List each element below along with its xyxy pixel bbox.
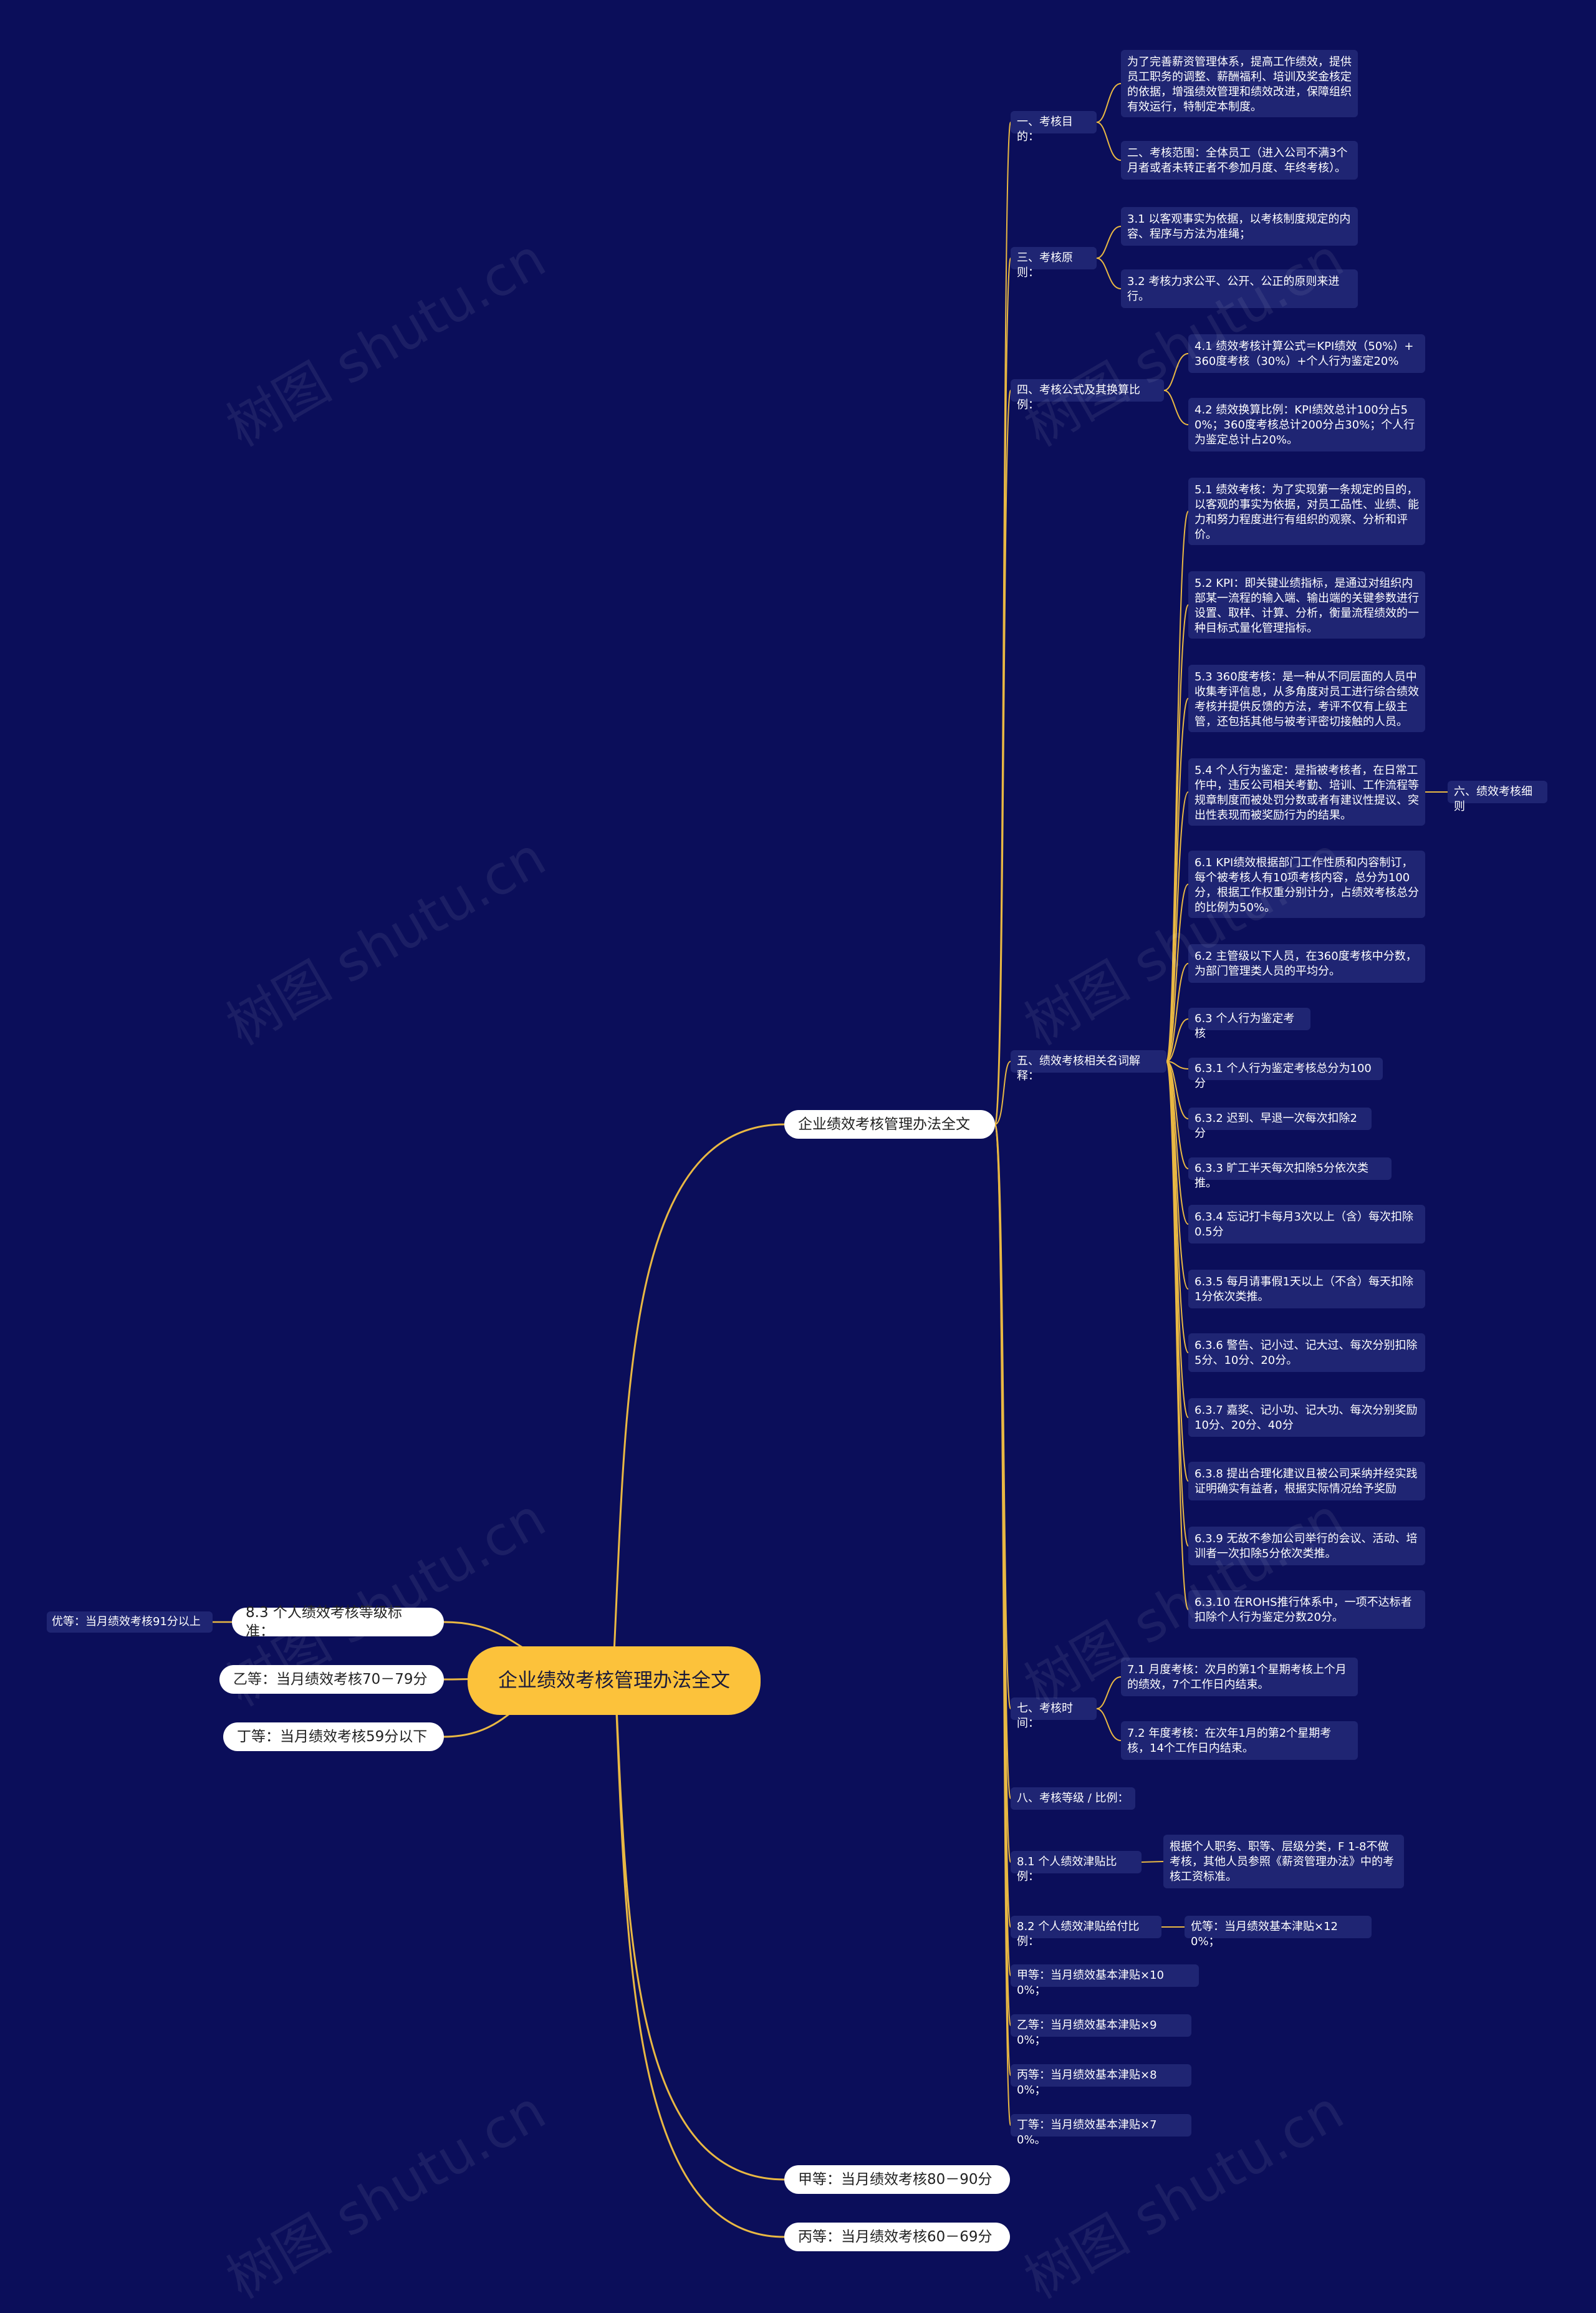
principle-detail-2[interactable]: 3.2 考核力求公平、公开、公正的原则来进行。 [1121, 269, 1358, 308]
detail-connector [1096, 1708, 1122, 1741]
section-terms[interactable]: 五、绩效考核相关名词解释： [1011, 1050, 1166, 1083]
branch-grade-standard[interactable]: 8.3 个人绩效考核等级标准： [232, 1605, 444, 1639]
detail-connector [1096, 83, 1122, 123]
branch-grade-d[interactable]: 丁等：当月绩效考核59分以下 [223, 1722, 444, 1751]
formula-detail-1[interactable]: 4.1 绩效考核计算公式＝KPI绩效（50%）+360度考核（30%）+个人行为… [1188, 334, 1425, 373]
term-5-2[interactable]: 5.2 KPI：即关键业绩指标，是通过对组织内部某一流程的输入端、输出端的关键参… [1188, 571, 1425, 639]
detail-connector [1166, 1061, 1189, 1119]
allowance-detail[interactable]: 根据个人职务、职等、层级分类，F 1-8不做考核，其他人员参照《薪资管理办法》中… [1163, 1835, 1404, 1888]
term-6-3-3[interactable]: 6.3.3 旷工半天每次扣除5分依次类推。 [1188, 1157, 1392, 1190]
term-6-3-4[interactable]: 6.3.4 忘记打卡每月3次以上（含）每次扣除0.5分 [1188, 1205, 1425, 1243]
section-pay-ratio[interactable]: 8.2 个人绩效津贴给付比例： [1011, 1916, 1161, 1948]
branch-grade-b[interactable]: 乙等：当月绩效考核70－79分 [219, 1665, 444, 1694]
pay-grade-b[interactable]: 乙等：当月绩效基本津贴×90%； [1011, 2014, 1191, 2047]
section-allowance[interactable]: 8.1 个人绩效津贴比例： [1011, 1851, 1142, 1883]
detail-connector [1096, 226, 1122, 259]
scope-detail[interactable]: 二、考核范围：全体员工（进入公司不满3个月者或者未转正者不参加月度、年终考核）。 [1121, 141, 1358, 180]
section-connector [994, 1061, 1011, 1125]
detail-connector [1166, 884, 1189, 1062]
pay-excellent[interactable]: 优等：当月绩效基本津贴×120%； [1185, 1916, 1372, 1948]
detail-connector [1163, 390, 1189, 425]
section-principle[interactable]: 三、考核原则： [1011, 247, 1097, 279]
pay-grade-c[interactable]: 丙等：当月绩效基本津贴×80%； [1011, 2064, 1191, 2097]
pay-grade-d[interactable]: 丁等：当月绩效基本津贴×70%。 [1011, 2114, 1191, 2146]
watermark: 树图 shutu.cn [216, 2079, 556, 2311]
root-connector [613, 1652, 785, 2238]
time-yearly[interactable]: 7.2 年度考核：在次年1月的第2个星期考核，14个工作日内结束。 [1121, 1721, 1358, 1760]
term-6-3[interactable]: 6.3 个人行为鉴定考核 [1188, 1008, 1310, 1040]
branch-grade-a[interactable]: 甲等：当月绩效考核80－90分 [784, 2165, 1010, 2194]
section-connector [994, 1124, 1011, 2126]
term-5-3[interactable]: 5.3 360度考核：是一种从不同层面的人员中收集考评信息，从多角度对员工进行综… [1188, 665, 1425, 732]
detail-connector [1096, 122, 1122, 161]
purpose-detail[interactable]: 为了完善薪资管理体系，提高工作绩效，提供员工职务的调整、薪酬福利、培训及奖金核定… [1121, 50, 1358, 117]
term-6-1[interactable]: 6.1 KPI绩效根据部门工作性质和内容制订，每个被考核人有10项考核内容，总分… [1188, 851, 1425, 918]
section-purpose[interactable]: 一、考核目的： [1011, 111, 1097, 143]
detail-connector [1166, 1018, 1189, 1062]
watermark: 树图 shutu.cn [216, 825, 556, 1058]
rules-detail-node[interactable]: 六、绩效考核细则 [1448, 781, 1547, 813]
term-6-3-6[interactable]: 6.3.6 警告、记小过、记大过、每次分别扣除5分、10分、20分。 [1188, 1333, 1425, 1372]
term-6-3-1[interactable]: 6.3.1 个人行为鉴定考核总分为100分 [1188, 1058, 1383, 1090]
detail-connector [1166, 1061, 1189, 1610]
section-time[interactable]: 七、考核时间： [1011, 1697, 1097, 1730]
detail-connector [1166, 791, 1189, 1062]
term-6-3-2[interactable]: 6.3.2 迟到、早退一次每次扣除2分 [1188, 1108, 1372, 1140]
principle-detail-1[interactable]: 3.1 以客观事实为依据，以考核制度规定的内容、程序与方法为准绳； [1121, 207, 1358, 246]
term-6-2[interactable]: 6.2 主管级以下人员，在360度考核中分数，为部门管理类人员的平均分。 [1188, 944, 1425, 983]
term-5-4[interactable]: 5.4 个人行为鉴定：是指被考核者，在日常工作中，违反公司相关考勤、培训、工作流… [1188, 758, 1425, 826]
section-connector [994, 390, 1011, 1125]
term-6-3-9[interactable]: 6.3.9 无故不参加公司举行的会议、活动、培训者一次扣除5分依次类推。 [1188, 1527, 1425, 1565]
formula-detail-2[interactable]: 4.2 绩效换算比例：KPI绩效总计100分占50%；360度考核总计200分占… [1188, 398, 1425, 451]
pay-grade-a[interactable]: 甲等：当月绩效基本津贴×100%； [1011, 1964, 1199, 1997]
detail-connector [1166, 963, 1189, 1062]
term-6-3-7[interactable]: 6.3.7 嘉奖、记小功、记大功、每次分别奖励10分、20分、40分 [1188, 1398, 1425, 1437]
excellent-grade-node[interactable]: 优等：当月绩效考核91分以上 [47, 1611, 213, 1633]
watermark: 树图 shutu.cn [216, 226, 556, 459]
term-6-3-10[interactable]: 6.3.10 在ROHS推行体系中，一项不达标者扣除个人行为鉴定分数20分。 [1188, 1590, 1425, 1629]
time-monthly[interactable]: 7.1 月度考核：次月的第1个星期考核上个月的绩效，7个工作日内结束。 [1121, 1658, 1358, 1696]
root-topic[interactable]: 企业绩效考核管理办法全文 [468, 1646, 761, 1715]
term-6-3-5[interactable]: 6.3.5 每月请事假1天以上（不含）每天扣除1分依次类推。 [1188, 1270, 1425, 1308]
branch-main[interactable]: 企业绩效考核管理办法全文 [784, 1110, 995, 1139]
watermark: 树图 shutu.cn [1014, 2079, 1354, 2311]
branch-grade-c[interactable]: 丙等：当月绩效考核60－69分 [784, 2223, 1010, 2251]
section-formula[interactable]: 四、考核公式及其换算比例： [1011, 379, 1164, 412]
detail-connector [1096, 258, 1122, 289]
detail-connector [1096, 1676, 1122, 1709]
term-6-3-8[interactable]: 6.3.8 提出合理化建议且被公司采纳并经实践证明确实有益者，根据实际情况给予奖… [1188, 1462, 1425, 1500]
detail-connector [1163, 353, 1189, 391]
section-level[interactable]: 八、考核等级 / 比例： [1011, 1787, 1135, 1810]
root-connector [613, 1123, 785, 1653]
term-5-1[interactable]: 5.1 绩效考核：为了实现第一条规定的目的，以客观的事实为依据，对员工品性、业绩… [1188, 478, 1425, 545]
detail-connector [1166, 1061, 1189, 1070]
